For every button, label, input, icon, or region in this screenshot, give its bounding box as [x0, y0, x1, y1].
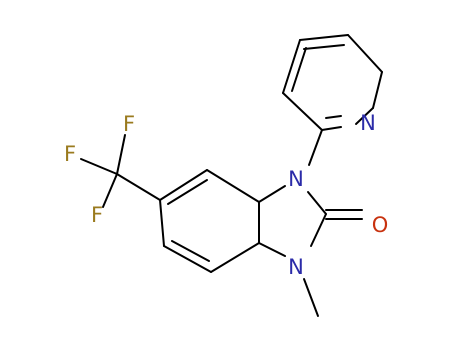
- bond: [159, 199, 165, 247]
- bond: [303, 44, 345, 50]
- bond: [167, 179, 208, 205]
- pyridine-nitrogen-label: N: [360, 111, 376, 135]
- fluorine-label-left: F: [64, 142, 76, 166]
- fluorine-label-top: F: [123, 112, 135, 136]
- fluorine-label-bottom: F: [91, 203, 103, 227]
- bond: [80, 158, 118, 175]
- bond: [299, 34, 349, 41]
- bond: [325, 115, 342, 119]
- bond: [307, 191, 327, 215]
- carbonyl-oxygen-label: O: [372, 213, 389, 237]
- bond: [310, 213, 327, 247]
- methyl-nitrogen-label: N: [288, 255, 304, 279]
- imidazolone-ring: [258, 185, 363, 257]
- bond: [206, 169, 260, 203]
- bond: [102, 173, 118, 208]
- bond: [159, 169, 208, 201]
- bond: [258, 242, 286, 257]
- bond: [372, 71, 383, 109]
- bond: [171, 240, 210, 262]
- bond: [282, 92, 323, 131]
- bond: [308, 129, 323, 166]
- bond: [163, 245, 212, 273]
- pyridine-ring: [282, 34, 383, 131]
- bond: [291, 47, 307, 92]
- bond: [210, 242, 260, 273]
- bond: [258, 185, 286, 203]
- benzene-ring: [159, 169, 260, 273]
- bond: [116, 173, 161, 201]
- bond: [282, 39, 301, 94]
- bond: [116, 134, 126, 175]
- aryl-nitrogen-label: N: [288, 167, 304, 191]
- bond: [303, 278, 319, 317]
- bond: [355, 107, 374, 125]
- bond: [347, 34, 383, 73]
- bond: [321, 126, 342, 131]
- trifluoromethyl-group: [80, 134, 161, 208]
